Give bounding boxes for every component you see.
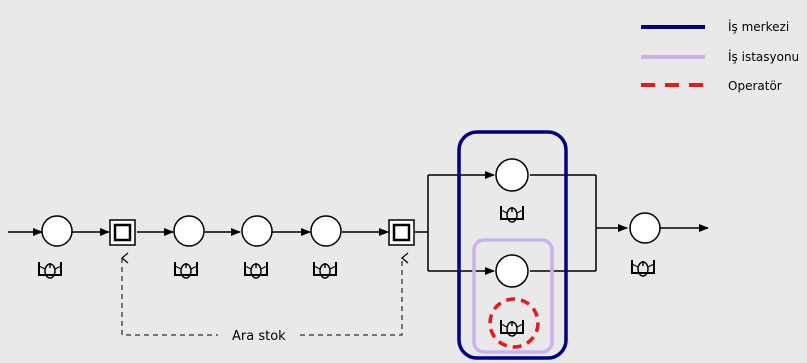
legend-label-work-station: İş istasyonu: [728, 49, 799, 64]
buffer-label: Ara stok: [232, 329, 286, 344]
buffer-stock-1: [109, 219, 136, 246]
legend-label-operator: Operatör: [728, 79, 782, 93]
buffer-annotation: [121, 252, 409, 336]
process-circle: [41, 215, 73, 247]
process-circle: [629, 212, 661, 244]
buffer-box-inner: [113, 223, 132, 242]
work-center-box: [457, 130, 568, 360]
process-circle: [173, 215, 205, 247]
process-circle: [310, 215, 342, 247]
legend: İş merkezi İş istasyonu Operatör: [641, 19, 799, 93]
legend-label-work-center: İş merkezi: [728, 19, 789, 34]
process-circle: [241, 215, 273, 247]
process-circle: [495, 158, 529, 192]
process-circle: [495, 254, 529, 288]
buffer-stock-2: [388, 219, 415, 246]
annotation-line-right: [300, 252, 409, 336]
operator-highlight: [488, 297, 540, 349]
main-flow: [8, 171, 709, 275]
work-station-box: [472, 238, 554, 354]
annotation-line-left: [121, 252, 218, 336]
buffer-box-inner: [392, 223, 411, 242]
